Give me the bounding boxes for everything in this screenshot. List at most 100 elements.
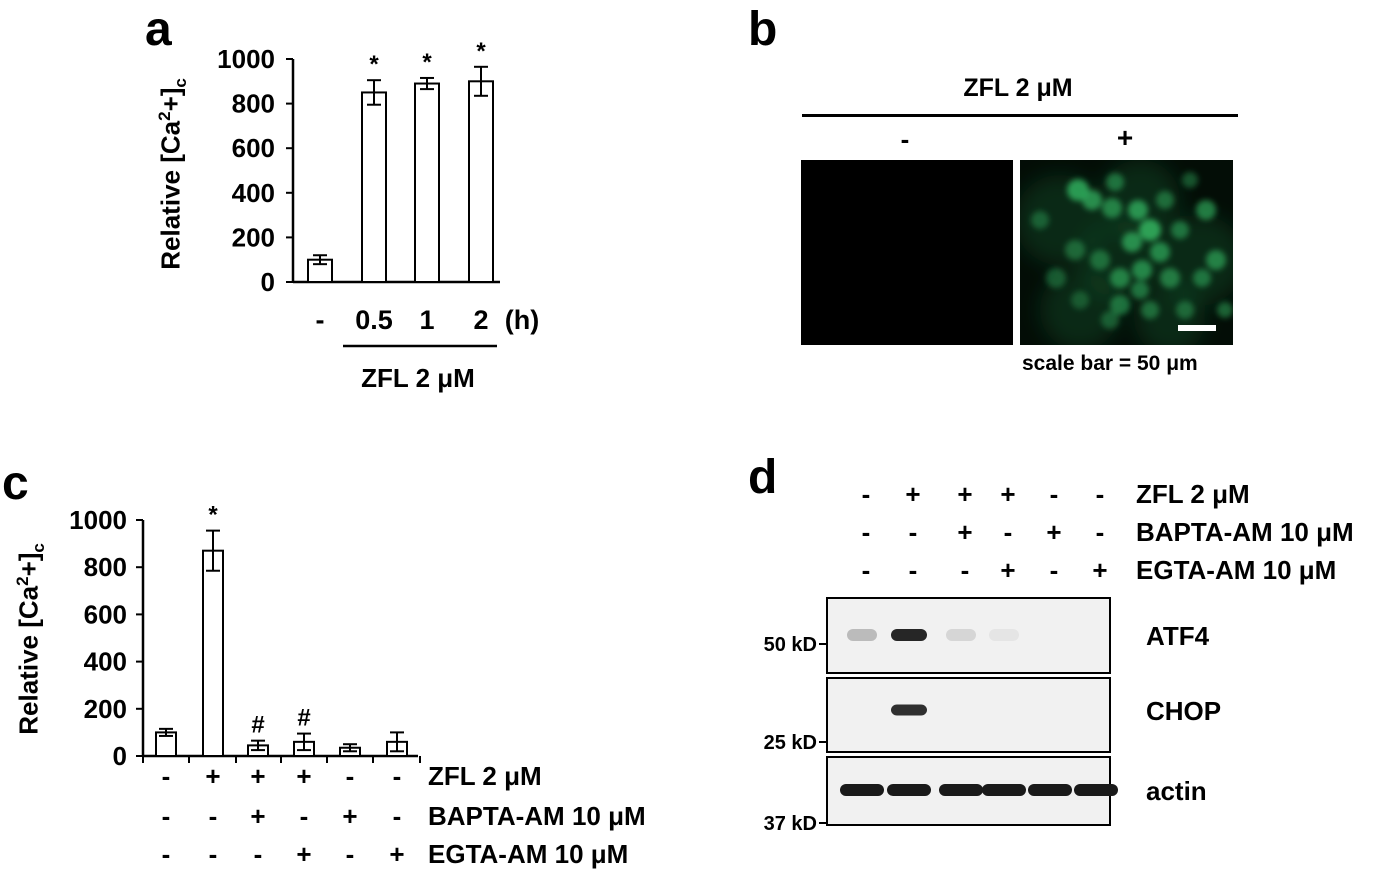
significance-marker: * [369,51,379,78]
condition-sign: + [1092,555,1107,585]
fluorescent-cell [1122,232,1142,252]
x-tick-label: - [316,305,325,335]
fluorescent-cell [1106,173,1124,191]
significance-marker: * [422,49,432,76]
y-tick-label: 0 [261,267,275,297]
size-marker-label: 37 kD [764,813,817,835]
x-unit-label: (h) [505,305,539,335]
condition-sign: - [1096,517,1105,547]
y-tick-label: 400 [232,178,275,208]
fluorescent-cell [1171,221,1189,239]
condition-sign: - [162,839,171,869]
condition-sign: - [393,761,402,791]
protein-band [1028,784,1072,796]
protein-band [847,629,877,641]
protein-label: CHOP [1146,696,1221,726]
panel-label-b: b [748,3,778,56]
panel-b-minus-label: - [900,124,910,154]
fluorescent-cell [1156,191,1174,209]
size-marker-label: 50 kD [764,634,817,656]
condition-sign: - [909,517,918,547]
y-tick-label: 800 [232,89,275,119]
condition-sign: - [346,839,355,869]
condition-sign: - [346,761,355,791]
fluorescent-cell [1110,295,1130,315]
condition-sign: - [909,555,918,585]
fluorescent-cells-image [1020,160,1233,345]
condition-sign: - [1050,555,1059,585]
y-tick-label: 600 [232,133,275,163]
condition-sign: - [254,839,263,869]
condition-label: BAPTA-AM 10 μM [1136,517,1354,547]
fluorescent-cell [1031,211,1049,229]
protein-band [1074,784,1118,796]
blot-membrane [826,597,1111,674]
fluorescent-cell [1196,200,1216,220]
y-tick-label: 200 [84,694,127,724]
protein-band [982,784,1026,796]
fluorescent-cell [1128,200,1148,220]
protein-band [840,784,884,796]
condition-sign: - [209,801,218,831]
y-tick-label: 800 [84,552,127,582]
fluorescent-cell [1090,250,1110,270]
bar [468,80,494,283]
protein-band [891,704,927,716]
condition-sign: + [957,517,972,547]
panel-label-c: c [2,457,29,510]
condition-sign: + [296,839,311,869]
bar [414,82,440,283]
panel-d-western-blot: -+++--ZFL 2 μM--+-+-BAPTA-AM 10 μM---+-+… [764,479,1354,835]
condition-sign: + [342,801,357,831]
condition-sign: - [300,801,309,831]
fluorescent-cell [1132,260,1152,280]
significance-marker: # [251,712,264,739]
fluorescent-cell [1046,268,1066,288]
blot-membrane [826,677,1111,753]
x-tick-label: 0.5 [355,305,393,335]
bar [361,91,387,283]
y-tick-label: 600 [84,599,127,629]
condition-sign: - [961,555,970,585]
y-tick-label: 1000 [69,505,127,535]
condition-sign: - [862,555,871,585]
x-tick-label: 1 [419,305,434,335]
size-marker-label: 25 kD [764,732,817,754]
condition-sign: - [393,801,402,831]
panel-b-title-line [802,114,1238,117]
condition-sign: - [1050,479,1059,509]
fluorescent-cell [1139,219,1161,241]
fluorescent-cell [1082,190,1102,210]
condition-sign: + [250,801,265,831]
scale-bar-caption: scale bar = 50 μm [1022,352,1198,375]
condition-sign: - [209,839,218,869]
condition-sign: - [1096,479,1105,509]
condition-sign: - [162,801,171,831]
condition-sign: + [905,479,920,509]
fluorescent-cell [1176,301,1194,319]
panel-b-plus-label: + [1116,122,1134,153]
significance-marker: * [208,502,218,529]
panel-b-title: ZFL 2 μM [963,74,1073,102]
fluorescent-cell [1150,242,1170,262]
scale-bar [1178,325,1216,331]
protein-band [946,629,976,641]
condition-sign: + [389,839,404,869]
micrograph-control [801,160,1013,345]
condition-sign: + [205,761,220,791]
fluorescent-cell [1110,268,1130,288]
significance-marker: * [476,38,486,65]
condition-sign: + [1000,479,1015,509]
condition-label: BAPTA-AM 10 μM [428,801,646,831]
significance-marker: # [297,705,310,732]
fluorescent-cell [1071,291,1089,309]
condition-sign: - [162,761,171,791]
protein-label: ATF4 [1146,621,1210,651]
condition-sign: - [862,517,871,547]
condition-sign: + [296,761,311,791]
protein-label: actin [1146,776,1207,806]
fluorescent-cell [1065,240,1085,260]
protein-band [887,784,931,796]
